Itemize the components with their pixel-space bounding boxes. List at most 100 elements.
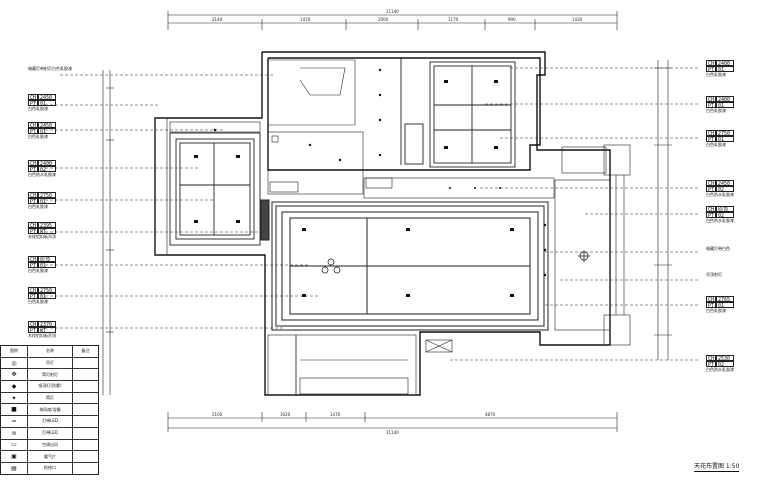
legend-name: 灯带LED: [28, 416, 73, 427]
top-dim-5: 900: [508, 17, 516, 22]
legend-name: 筒灯射灯: [28, 369, 73, 381]
legend-note: [73, 404, 98, 415]
legend-symbol: ◎: [1, 357, 28, 369]
legend-header-note: 备注: [81, 348, 90, 354]
legend-symbol: ≈: [1, 416, 28, 427]
legend-note: [73, 416, 98, 427]
legend-note: [73, 369, 98, 380]
paint-code: 02: [38, 166, 57, 173]
ch-label: CH: [706, 180, 717, 187]
corridor-strip: [363, 177, 555, 199]
legend-name: 吸顶灯(防雾): [28, 381, 73, 392]
legend-name: 空调出风: [28, 439, 73, 451]
legend-note: [73, 451, 98, 462]
legend-row: ≋灯带LED: [1, 427, 98, 440]
paint-code: 01: [38, 293, 57, 300]
legend-row: ✥筒灯射灯: [1, 369, 98, 382]
finish-name: 白色乳胶漆: [706, 142, 726, 147]
finish-name: 白色乳胶漆: [28, 204, 48, 209]
paint-code: 01: [716, 136, 735, 143]
light-fixtures: [194, 68, 547, 297]
ceiling-height: 2750: [38, 287, 57, 294]
legend-row: ■排风扇/浴霸: [1, 404, 98, 417]
legend-table: 图例 名称 备注 ◎吊灯✥筒灯射灯◆吸顶灯(防雾)✦筒灯■排风扇/浴霸≈灯带LE…: [0, 345, 99, 475]
legend-name: 筒灯: [28, 392, 73, 404]
legend-symbol: ▣: [1, 451, 28, 462]
finish-name: 木纹铝扣板吊顶: [28, 333, 56, 338]
paint-code: WT: [38, 228, 57, 235]
paint-code: 01: [38, 100, 57, 107]
legend-name: 暖气片: [28, 451, 73, 462]
finish-name: 木纹铝扣板吊顶: [28, 234, 56, 239]
ch-label: CH: [28, 256, 39, 263]
paint-code: 01: [38, 128, 57, 135]
bottom-dim-3: 1470: [330, 412, 341, 417]
ch-label: CH: [706, 96, 717, 103]
room-top-left: [268, 59, 356, 126]
ch-label: CH: [28, 160, 39, 167]
legend-header: 图例 名称 备注: [1, 346, 98, 358]
bottom-dim-overall: 11140: [386, 430, 399, 435]
pt-label: PT: [28, 166, 39, 173]
top-dim-1: 2140: [212, 17, 223, 22]
legend-note: [73, 358, 98, 369]
legend-symbol: ≋: [1, 427, 28, 439]
legend-name: 吊灯: [28, 357, 73, 369]
ceiling-tag: 暗藏灯带射灯白色乳胶漆: [28, 66, 72, 71]
legend-note: [73, 381, 98, 392]
chandelier-symbol: [321, 250, 590, 274]
ch-label: CH: [706, 355, 717, 362]
pt-label: PT: [706, 102, 717, 109]
ceiling-height: 2370: [38, 321, 57, 328]
ceiling-height: 原顶: [38, 256, 57, 263]
finish-name: 白色乳胶漆: [28, 299, 48, 304]
pt-label: PT: [28, 228, 39, 235]
pt-label: PT: [28, 262, 39, 269]
pt-label: PT: [706, 212, 717, 219]
ceiling-height: 2450: [38, 122, 57, 129]
paint-code: WT: [38, 327, 57, 334]
legend-row: ✦筒灯: [1, 392, 98, 405]
paint-code: 02: [716, 212, 735, 219]
room-bottom: [267, 334, 453, 396]
pt-label: PT: [706, 136, 717, 143]
finish-name: 白色乳胶漆: [28, 134, 48, 139]
finish-name: 白色乳胶漆: [706, 72, 726, 77]
ceiling-height: 2395: [38, 222, 57, 229]
top-dim-3: 2000: [378, 17, 389, 22]
legend-name: 灯带LED: [28, 427, 73, 439]
pt-label: PT: [28, 327, 39, 334]
legend-row: ▣暖气片: [1, 451, 98, 463]
room-living-ceiling: [260, 199, 549, 331]
paint-code: 01: [716, 102, 735, 109]
pt-label: PT: [28, 198, 39, 205]
finish-name: 白色防水乳胶漆: [706, 367, 734, 372]
legend-note: [73, 463, 98, 474]
finish-name: 暗藏灯带射灯白色乳胶漆: [28, 66, 72, 71]
finish-name: 白色防水乳胶漆: [706, 192, 734, 197]
ceiling-height: 2450: [38, 94, 57, 101]
exterior-walls: [154, 51, 611, 396]
finish-name: 白色乳胶漆: [706, 308, 726, 313]
left-cabinets: [154, 117, 261, 256]
ch-label: CH: [28, 321, 39, 328]
top-dim-2: 1470: [300, 17, 311, 22]
ceiling-height: 2450: [716, 180, 735, 187]
ceiling-height: 2530: [716, 355, 735, 362]
room-right-balcony: [554, 144, 631, 346]
finish-name: 吊顶射灯: [706, 272, 722, 277]
bottom-dim-2: 1020: [280, 412, 291, 417]
finish-name: 白色乳胶漆: [706, 108, 726, 113]
bottom-dim-4: 4870: [485, 412, 496, 417]
